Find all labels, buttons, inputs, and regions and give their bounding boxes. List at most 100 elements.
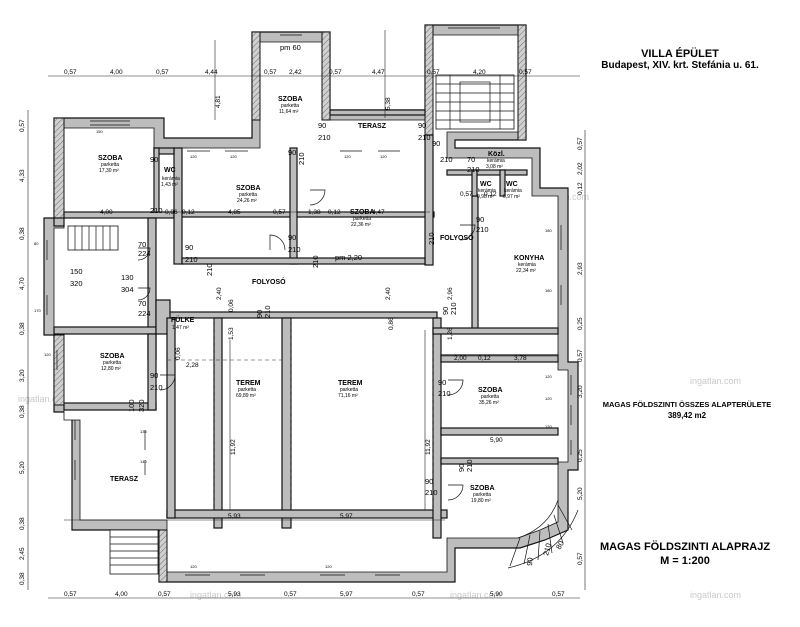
dim-top: 0,57 [64, 69, 77, 76]
window-code: 120 [380, 154, 387, 159]
door-label: 210 [150, 206, 163, 215]
door-label: 210 [311, 255, 320, 268]
dim-inner: 0,57 [460, 191, 473, 198]
room-name: SZOBA [278, 96, 303, 103]
dim-left: 0,38 [19, 572, 26, 585]
door-label: 70 [138, 299, 146, 308]
dim-inner: 0,12 [478, 355, 491, 362]
door-label: 210 [476, 225, 489, 234]
dim-bottom: 5,97 [340, 591, 353, 598]
room-floor: parketta [473, 492, 491, 498]
window-code: 180 [545, 228, 552, 233]
door-label: 224 [138, 309, 151, 318]
dim-inner: 5,97 [340, 513, 353, 520]
room-name: SZOBA [478, 387, 503, 394]
door-label: 320 [70, 279, 83, 288]
dim-bottom: 0,57 [412, 591, 425, 598]
dim-left: 0,38 [19, 517, 26, 530]
dim-left: 4,70 [19, 277, 26, 290]
dim-inner: 0,57 [273, 209, 286, 216]
door-label: 150 [70, 267, 83, 276]
dim-bottom: 5,90 [490, 591, 503, 598]
room-szoba-top: SZOBA parketta 11,64 m² [278, 96, 303, 115]
door-labels: 90 210 90 210 90 210 90 210 90 210 210 2… [70, 43, 566, 566]
dim-right: 5,20 [577, 487, 584, 500]
dim-right: 0,57 [577, 349, 584, 362]
dim-bottom: 0,57 [552, 591, 565, 598]
room-name: TERASZ [110, 476, 139, 483]
plan-scale: M = 1:200 [660, 555, 710, 567]
window-code: 120 [230, 154, 237, 159]
windows [46, 27, 572, 576]
dim-inner: 4,85 [228, 209, 241, 216]
door-label: 210 [185, 255, 198, 264]
room-area: 22,34 m² [516, 268, 536, 274]
door-label: pm 60 [280, 43, 301, 52]
dim-top: 0,57 [427, 69, 440, 76]
room-name: TEREM [236, 380, 261, 387]
dim-inner: 0,12 [182, 209, 195, 216]
dim-left: 3,20 [19, 369, 26, 382]
room-area: 71,16 m² [338, 393, 358, 399]
room-area: 22,36 m² [351, 222, 371, 228]
room-name: TERASZ [358, 123, 387, 130]
dim-inner: 11,92 [230, 439, 237, 455]
building-title: VILLA ÉPÜLET [641, 48, 719, 60]
room-floor: parketta [281, 103, 299, 109]
room-szoba-left-mid: SZOBA parketta 12,80 m² [100, 353, 125, 372]
dim-bottom: 0,57 [158, 591, 171, 598]
room-name: WC [506, 181, 518, 188]
window-code: 120 [325, 564, 332, 569]
dim-inner: 0,12 [328, 209, 341, 216]
door-label: 70 [467, 155, 475, 164]
window-code: 135 [140, 429, 147, 434]
room-name: SZOBA [100, 353, 125, 360]
dim-right: 2,02 [577, 162, 584, 175]
room-szoba-topleft: SZOBA parketta 17,30 m² [98, 155, 123, 174]
door-label: 210 [427, 232, 436, 245]
dim-inner: 2,28 [186, 362, 199, 369]
room-name: TEREM [338, 380, 363, 387]
room-area: 1,43 m² [161, 182, 178, 188]
room-area: 19,80 m² [471, 498, 491, 504]
room-name: WC [480, 181, 492, 188]
dim-inner: 4,00 [100, 209, 113, 216]
bottom-dimensions: 0,57 4,00 0,57 5,93 0,57 5,97 0,57 5,90 … [64, 591, 565, 598]
window-code: 120 [190, 154, 197, 159]
room-fulke: FÜLKE 1,47 m² [171, 315, 195, 331]
room-floor: parketta [481, 394, 499, 400]
window-code: 120 [545, 374, 552, 379]
door-label: 210 [205, 263, 214, 276]
door-label: 90 [525, 557, 535, 566]
door-label: 90 [432, 139, 440, 148]
dim-top: 0,57 [519, 69, 532, 76]
room-floor: parketta [101, 162, 119, 168]
watermark: ingatlan.com [690, 376, 741, 386]
door-label: 210 [418, 133, 431, 142]
window-code: 120 [545, 424, 552, 429]
dim-left: 0,57 [19, 119, 26, 132]
dim-inner: 5,38 [385, 97, 392, 110]
stairs-curved [507, 499, 579, 569]
room-terem-left: TEREM parketta 69,89 m² [236, 380, 261, 399]
door-label: 90 [476, 215, 484, 224]
door-label: 90 [185, 243, 193, 252]
dim-right: 0,57 [577, 552, 584, 565]
dim-bottom: 4,00 [115, 591, 128, 598]
dim-right: 2,93 [577, 262, 584, 275]
room-terem-right: TEREM parketta 71,16 m² [338, 380, 363, 399]
door-label: 90 [425, 477, 433, 486]
door-label: 210 [288, 245, 301, 254]
dim-inner: 11,92 [425, 439, 432, 455]
window-code: 80 [34, 241, 39, 246]
dim-inner: 0,12 [484, 191, 497, 198]
stairs-bottom [109, 529, 159, 575]
room-szoba-center-left: SZOBA parketta 24,26 m² [236, 185, 261, 204]
dim-right: 0,57 [577, 137, 584, 150]
dim-inner: 4,47 [372, 209, 385, 216]
dim-bottom: 0,57 [284, 591, 297, 598]
door-label: 210 [425, 488, 438, 497]
dim-inner: 1,38 [308, 209, 321, 216]
room-floor: parketta [353, 216, 371, 222]
door-label: 210 [438, 389, 451, 398]
